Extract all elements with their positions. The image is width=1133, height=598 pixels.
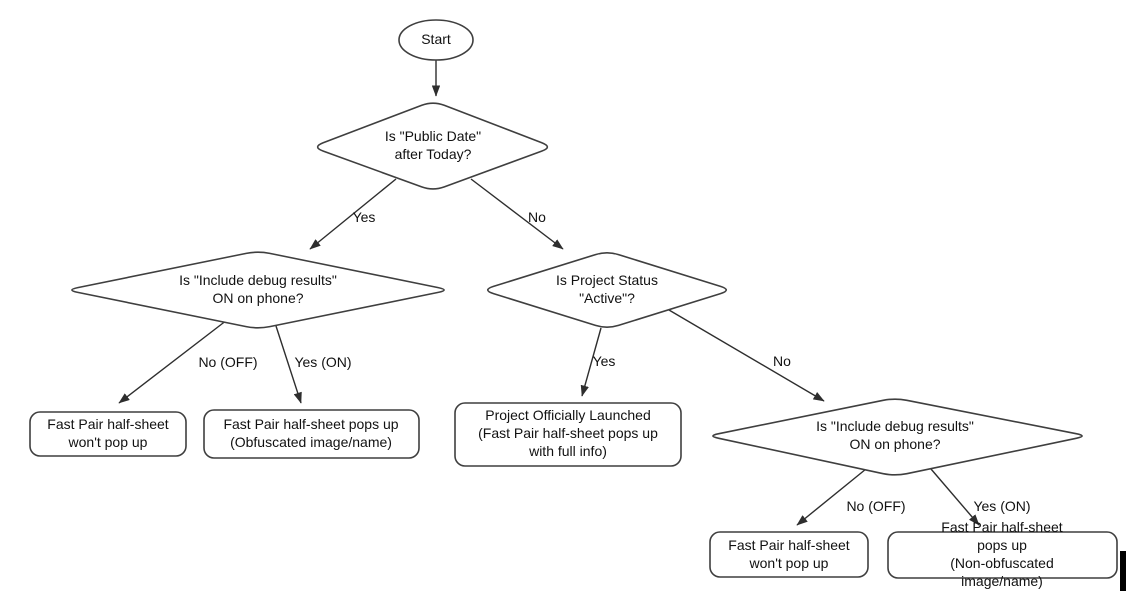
result-no-popup-right-shape <box>709 531 869 578</box>
result-obfuscated-shape <box>203 409 420 459</box>
arrow-debug-left-no-off <box>118 319 228 404</box>
decision-debug-right-shape <box>712 398 1083 476</box>
decision-project-status-shape <box>486 252 728 328</box>
text-caret <box>1120 551 1126 591</box>
start-node-shape <box>398 19 474 61</box>
arrow-project-status-no <box>668 309 825 402</box>
result-non-obfuscated-shape <box>887 531 1118 579</box>
arrow-debug-left-yes-on <box>275 325 302 404</box>
decision-debug-left-shape <box>71 251 445 329</box>
decision-public-date-shape <box>316 102 549 190</box>
result-launched-shape <box>454 402 682 467</box>
arrow-public-date-no <box>470 178 564 250</box>
arrow-debug-right-yes-on <box>930 468 980 526</box>
result-no-popup-left-shape <box>29 411 187 457</box>
arrow-project-status-yes <box>580 327 602 397</box>
arrow-public-date-yes <box>309 178 397 250</box>
arrow-debug-right-no-off <box>796 468 867 526</box>
